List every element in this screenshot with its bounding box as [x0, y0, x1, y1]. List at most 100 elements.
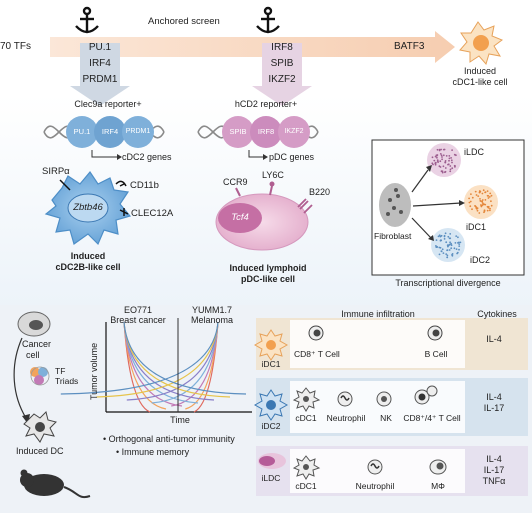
ildc-cluster: [427, 143, 461, 177]
tumor-ylabel: Tumor volume: [89, 342, 99, 400]
group2-tf-1: IRF8: [271, 42, 293, 53]
cluster-dot: [481, 204, 484, 207]
row1-cell2: B Cell: [424, 349, 448, 359]
ly6c-receptor: [269, 185, 273, 196]
cluster-dot: [490, 200, 492, 203]
cluster-dot: [435, 246, 438, 249]
cluster-dot: [449, 233, 452, 235]
cluster-dot: [469, 205, 472, 208]
cluster-dot: [435, 239, 438, 242]
cluster-dot: [480, 205, 483, 208]
cluster-dot: [442, 148, 445, 151]
cytokines-header: Cytokines: [477, 309, 517, 319]
idc1-label: iDC1: [466, 222, 487, 232]
cluster-dot: [440, 234, 443, 237]
induced-dc-label: Induced DC: [16, 446, 64, 456]
cluster-dot: [444, 232, 447, 235]
growth-curve: [60, 321, 219, 395]
cluster-dot: [433, 159, 436, 162]
row2-dc: iDC2: [261, 421, 281, 431]
row1-dc: iDC1: [261, 359, 281, 369]
anchor-icon-left: [75, 6, 99, 34]
row3-cell2: Neutrophil: [355, 481, 395, 491]
bead-irf4: [94, 116, 126, 148]
group1-tf-3: PRDM1: [82, 74, 118, 85]
sirpa-label: SIRPα: [42, 166, 70, 177]
row1-cell1: CD8⁺ T Cell: [294, 349, 340, 359]
end-cell-line2: cDC1-like cell: [452, 77, 508, 87]
b220-label: B220: [309, 187, 331, 197]
cluster-dot: [435, 154, 438, 157]
cluster-dot: [446, 249, 449, 252]
cluster-dot: [477, 195, 480, 198]
row2-cell4: CD8⁺/4⁺ T Cell: [403, 413, 461, 423]
cdc1-small-icon-3: [292, 455, 321, 480]
cluster-dot: [439, 153, 442, 155]
bullet-2-text: Immune memory: [121, 447, 190, 457]
row2-cytokine2: IL-17: [483, 403, 505, 413]
cluster-dot: [481, 202, 484, 205]
cluster-dot: [458, 243, 461, 246]
cluster-dot: [438, 253, 441, 256]
cluster-dot: [448, 237, 451, 240]
pdc-caption-line2: pDC-like cell: [240, 274, 296, 284]
cluster-dot: [442, 252, 445, 255]
ildc-icon: [258, 453, 286, 469]
bead-spib: [222, 116, 254, 148]
sirpa-receptor: [59, 179, 71, 191]
clec12a-receptor: [119, 208, 129, 216]
cluster-dot: [451, 161, 453, 164]
cluster-dot: [478, 190, 481, 192]
cluster-dot: [444, 170, 447, 173]
cluster-dot: [457, 236, 459, 239]
row1-cytokine1: IL-4: [486, 334, 502, 344]
cluster-dot: [434, 161, 437, 164]
cluster-dot: [448, 249, 451, 251]
cluster-dot: [450, 157, 452, 159]
cluster-dot: [453, 247, 456, 250]
cluster-dot: [445, 253, 448, 256]
cluster-dot: [455, 235, 458, 238]
cluster-dot: [476, 209, 479, 212]
cluster-dot: [489, 209, 491, 212]
cluster-dot: [441, 171, 444, 174]
cluster-dot: [489, 207, 491, 210]
bead-spib-label: SPIB: [229, 127, 247, 136]
b-cell-icon: [427, 325, 443, 341]
row3-dc: iLDC: [261, 473, 281, 483]
end-cell-line1: Induced: [463, 66, 497, 76]
cluster-dot: [489, 192, 492, 195]
cluster-dot: [486, 190, 489, 193]
row2-cytokine1: IL-4: [486, 392, 502, 402]
fibroblast-label: Fibroblast: [374, 231, 412, 241]
cluster-dot: [447, 235, 450, 238]
neutrophil-icon-2: [337, 391, 353, 407]
cluster-dot: [441, 158, 443, 161]
macrophage-icon: [429, 459, 447, 475]
arrow-to-idc2: [411, 217, 432, 239]
cluster-dot: [431, 162, 434, 165]
cluster-dot: [438, 148, 441, 151]
bead-pu1-label: PU.1: [73, 127, 91, 136]
cdc1-small-icon: [292, 387, 321, 412]
ccr9-label: CCR9: [223, 177, 248, 187]
cluster-dot: [457, 242, 459, 244]
cluster-dot: [481, 199, 484, 201]
cluster-dot: [442, 165, 445, 168]
group2-tf-3: IKZF2: [268, 74, 296, 85]
cluster-dot: [445, 241, 448, 244]
cluster-dot: [443, 235, 446, 238]
cluster-dot: [484, 199, 487, 201]
cluster-dot: [440, 154, 443, 157]
cluster-dot: [441, 248, 444, 251]
group2-tf-2: SPIB: [270, 58, 294, 69]
bullet-1: • Orthogonal anti-tumor immunity: [103, 434, 235, 444]
cluster-dot: [440, 239, 442, 242]
cd11b-label: CD11b: [130, 180, 159, 191]
cd8-cd4-t-cell-icon: [414, 385, 438, 405]
cluster-dot: [478, 212, 481, 214]
cluster-dot: [436, 148, 439, 151]
cluster-dot: [454, 166, 456, 168]
model1-line1: EO771: [123, 305, 153, 315]
